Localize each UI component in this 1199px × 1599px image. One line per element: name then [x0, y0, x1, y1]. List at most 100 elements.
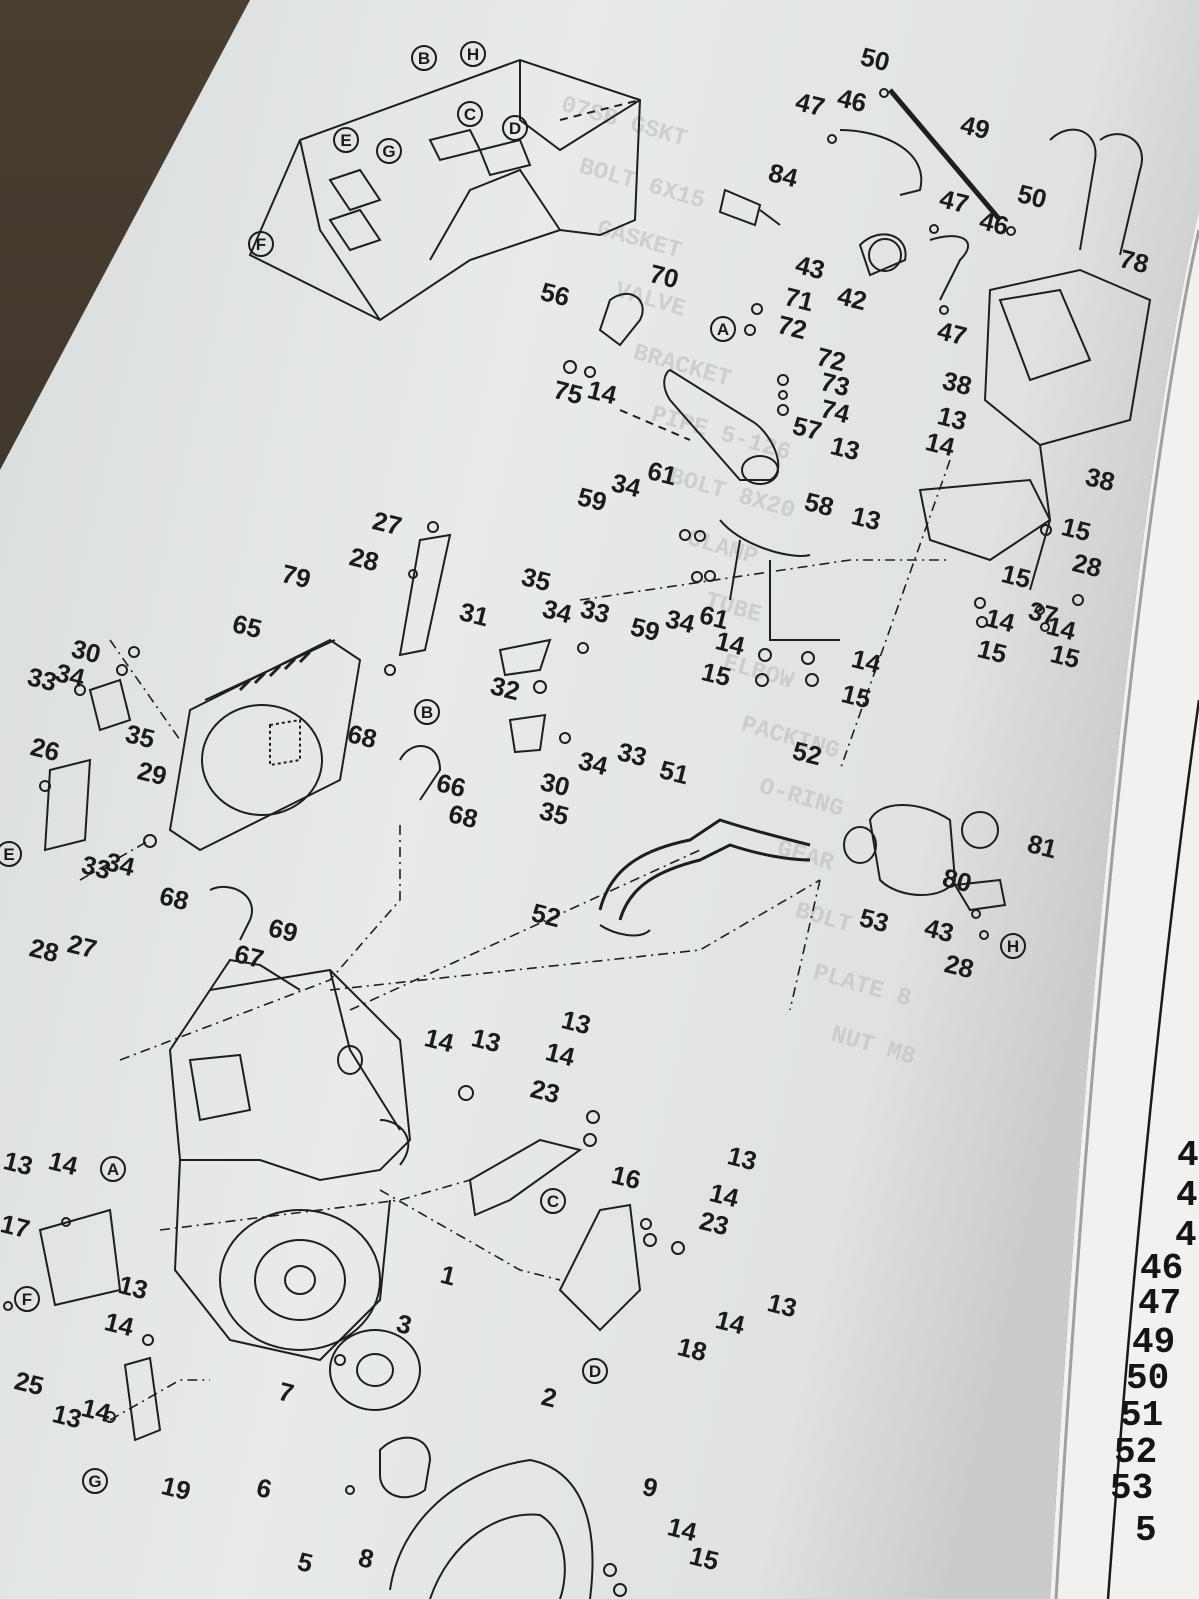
reference-marker-letter: F [22, 1290, 32, 1309]
reference-marker: B [414, 699, 440, 725]
part-callout-number: 13 [765, 1287, 800, 1323]
reference-marker: H [460, 41, 486, 67]
part-callout-number: 56 [538, 276, 573, 312]
margin-table-number: 52 [1114, 1432, 1157, 1473]
part-callout-number: 15 [699, 656, 734, 692]
part-callout-number: 49 [958, 109, 993, 145]
lower-hose-drawing [209, 885, 253, 941]
part-callout-number: 59 [575, 481, 610, 517]
part-callout-number: 31 [457, 596, 492, 632]
part-callout-number: 72 [814, 341, 849, 377]
reference-marker-circle [248, 231, 274, 257]
reference-marker: H [1000, 933, 1026, 959]
part-callout-number: 3 [394, 1308, 415, 1341]
reference-marker: C [540, 1188, 566, 1214]
part-callout-number: 30 [538, 766, 573, 802]
part-callout-number: 52 [790, 735, 825, 771]
part-callout-number: 58 [802, 486, 837, 522]
margin-table-number: 53 [1110, 1468, 1153, 1509]
reference-marker: E [0, 841, 22, 867]
part-callout-number: 50 [1015, 178, 1050, 214]
engine-mount-lower-drawing [123, 1356, 162, 1442]
part-callout-number: 1 [438, 1259, 459, 1292]
part-callout-number: 70 [647, 258, 682, 294]
part-callout-number: 15 [999, 558, 1034, 594]
part-callout-number: 68 [157, 880, 192, 916]
reference-marker-letter: F [256, 235, 266, 254]
part-callout-number: 30 [69, 633, 104, 669]
part-callout-number: 37 [1026, 595, 1061, 631]
part-callout-number: 23 [528, 1073, 563, 1109]
reference-markers: B H C D E G F A B E H A C F D G [0, 41, 1026, 1494]
reference-marker-letter: A [107, 1160, 119, 1179]
part-callout-number: 13 [559, 1004, 594, 1040]
part-callout-number: 57 [790, 410, 825, 446]
part-callout-number: 66 [434, 767, 469, 803]
part-callout-number: 43 [922, 912, 957, 948]
reference-marker-circle [460, 41, 486, 67]
part-callout-number: 35 [519, 561, 554, 597]
part-callout-number: 79 [279, 558, 314, 594]
part-callout-number: 47 [793, 86, 828, 122]
coupling-bore-drawing [356, 1353, 394, 1387]
reference-marker-letter: H [467, 45, 479, 64]
sensor-drawing [718, 188, 781, 227]
margin-table-number: 50 [1126, 1358, 1169, 1399]
part-callout-number: 32 [488, 670, 523, 706]
part-callout-number: 6 [254, 1472, 275, 1505]
part-callout-number: 51 [657, 754, 692, 790]
reference-marker: G [82, 1468, 108, 1494]
reference-marker: D [502, 115, 528, 141]
reference-marker-circle [1000, 933, 1026, 959]
reference-marker: F [14, 1286, 40, 1312]
part-callout-number: 15 [687, 1540, 722, 1576]
part-callout-number: 13 [828, 430, 863, 466]
reference-marker-circle [710, 316, 736, 342]
part-callout-number: 42 [835, 280, 870, 316]
reference-marker: G [376, 138, 402, 164]
table-rule-line [1106, 699, 1199, 1599]
reference-marker-letter: D [589, 1362, 601, 1381]
part-callout-number: 80 [940, 862, 975, 898]
part-callout-number: 50 [858, 41, 893, 77]
reference-marker: A [710, 316, 736, 342]
reference-marker: A [100, 1156, 126, 1182]
part-callout-number: 15 [1048, 638, 1083, 674]
reference-marker: C [457, 101, 483, 127]
part-callout-number: 9 [640, 1471, 661, 1504]
margin-table-number: 49 [1132, 1322, 1175, 1363]
part-callout-number: 27 [65, 928, 100, 964]
part-callout-number: 15 [1059, 511, 1094, 547]
reference-marker: F [248, 231, 274, 257]
part-callout-number: 2 [539, 1381, 560, 1414]
reference-marker-letter: D [509, 119, 521, 138]
part-callout-number: 78 [1117, 243, 1152, 279]
reference-marker-circle [100, 1156, 126, 1182]
reference-marker-letter: G [382, 142, 395, 161]
reference-marker: E [333, 127, 359, 153]
flywheel-housing-inner-drawing [429, 1513, 566, 1599]
reference-marker-circle [333, 127, 359, 153]
fuel-tank-drawing [918, 128, 1152, 591]
part-callout-number: 33 [615, 736, 650, 772]
part-callout-number: 47 [935, 315, 970, 351]
margin-table-number: 4 [1177, 1135, 1199, 1176]
part-callout-number: 13 [935, 400, 970, 436]
part-callout-number: 43 [793, 249, 828, 285]
part-callout-number: 67 [232, 938, 267, 974]
fuel-hoses-drawing [839, 88, 1002, 301]
reference-marker: B [411, 45, 437, 71]
part-callout-number: 46 [977, 205, 1012, 241]
part-callout-number: 8 [356, 1542, 377, 1575]
part-callout-number: 61 [697, 599, 732, 635]
reference-marker-circle [582, 1358, 608, 1384]
part-callout-number: 61 [645, 455, 680, 491]
part-callout-number: 59 [628, 611, 663, 647]
reference-marker-circle [414, 699, 440, 725]
part-callout-number: 33 [25, 661, 60, 697]
reference-marker: D [582, 1358, 608, 1384]
engine-mount-left-drawing [38, 1208, 122, 1307]
